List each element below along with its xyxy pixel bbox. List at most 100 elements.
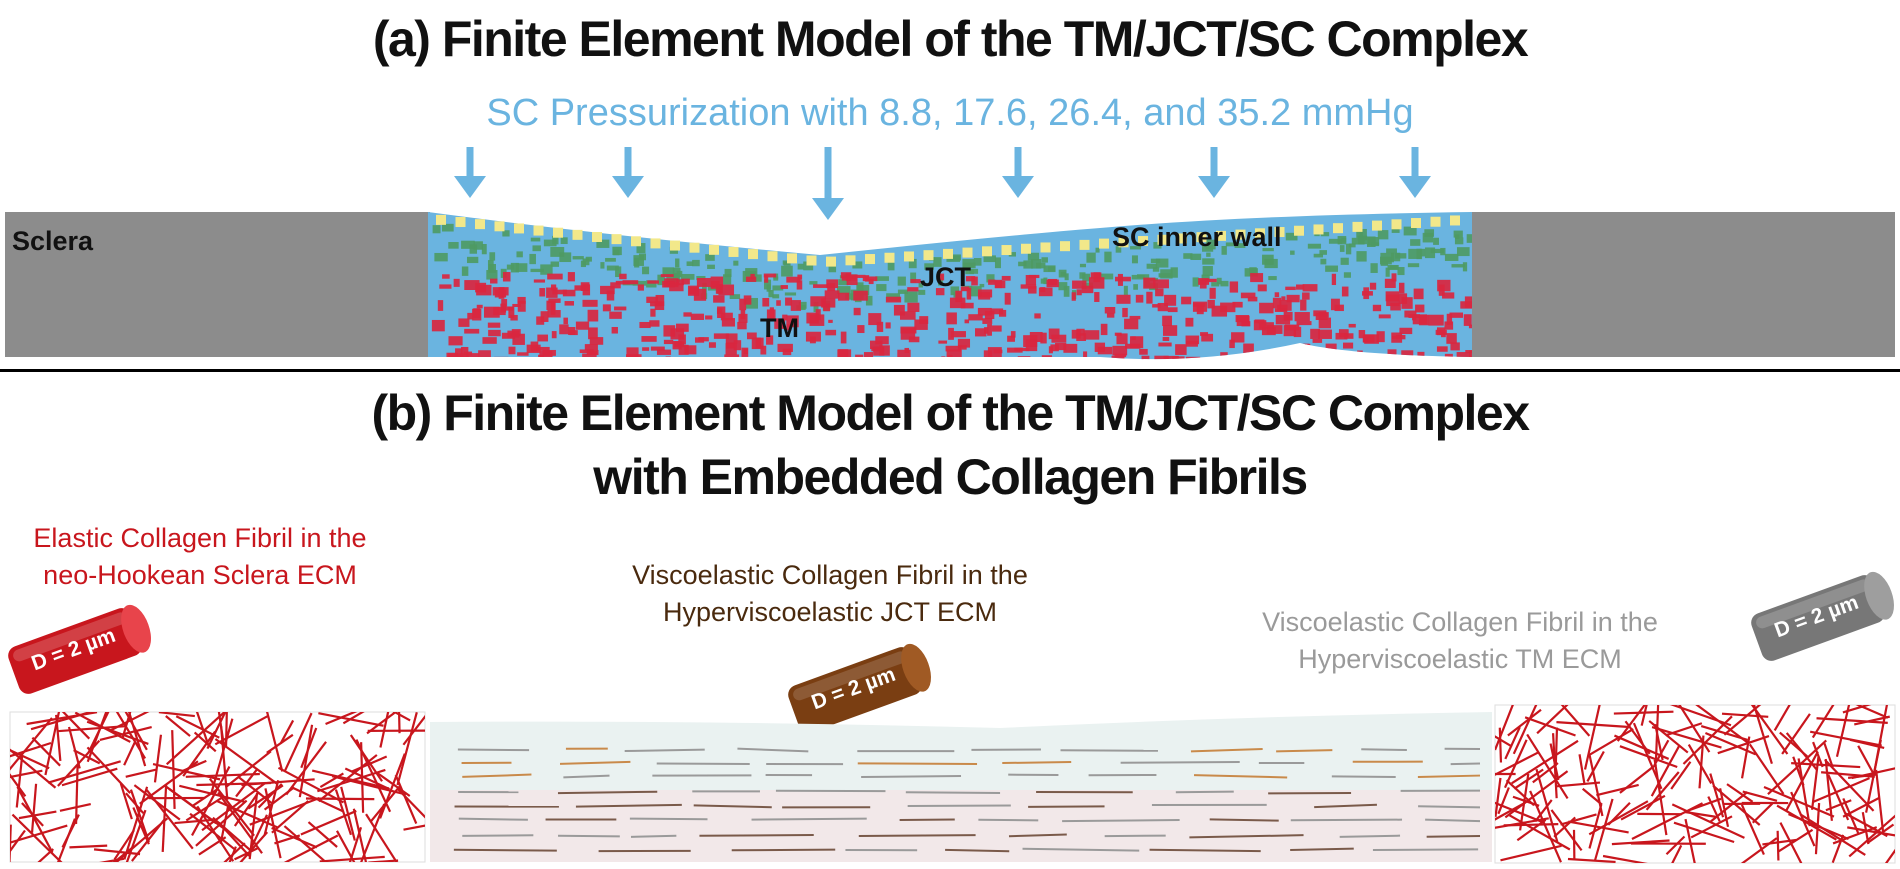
jct-cell [1325,265,1339,272]
jct-cell [1206,252,1211,257]
tm-cell [1240,292,1256,299]
arrow-head [612,176,644,198]
sclera-label: Sclera [12,226,94,256]
collagen-fibril [158,712,195,718]
tm-cell [1372,304,1382,312]
collagen-fibril [1816,717,1888,724]
jct-cell [962,259,975,268]
jct-cell [489,252,496,261]
tm-cell [1444,353,1453,360]
tm-cell [687,285,700,296]
collagen-fibril [334,789,352,836]
jct-cell [1313,253,1324,258]
tm-cell [721,318,735,327]
collagen-fibril [223,842,246,862]
jct-cell [702,282,707,294]
tm-cell [1281,296,1286,301]
tm-cell [696,277,711,287]
jct-cell [550,246,565,257]
tm-cell [1399,327,1413,335]
jct-cell [924,263,935,270]
collagen-fibril [11,813,63,862]
tm-cell [1211,305,1228,317]
collagen-fibril [1847,773,1878,779]
tm-cell [676,323,689,332]
jct-cell [1320,232,1330,237]
tm-cell [1463,314,1472,326]
collagen-fibril [10,824,12,862]
tm-cell [641,336,657,342]
tm-cell [1048,328,1060,340]
tm-cell [885,296,902,303]
collagen-fibril [1670,761,1692,790]
collagen-fibril [342,712,365,725]
jct-cell [1410,239,1421,246]
tm-cell [690,313,704,320]
jct-cell [1430,248,1444,254]
tm-cell [1141,355,1150,360]
sc-wall-cell [884,252,895,263]
jct-cell [1155,258,1169,268]
horizontal-fibril [1314,803,1377,809]
horizontal-fibril [861,774,962,779]
jct-cell [672,267,681,277]
collagen-fibril [1583,705,1601,770]
tm-cell [897,349,911,358]
jct-fibril-cylinder [788,643,931,733]
jct-cell [897,289,908,294]
jct-cell [1160,269,1173,279]
collagen-fibril [175,715,220,739]
jct-cell [572,256,584,260]
tm-cell [1258,322,1274,329]
jct-cell [461,266,469,276]
tm-cell [1250,273,1264,283]
collagen-fibril [325,712,358,726]
jct-cell [481,244,487,255]
tm-cell [900,328,916,340]
jct-cell [1043,265,1056,273]
tm-cell [1449,312,1464,318]
tm-cell [1124,318,1139,330]
tm-cell [786,276,801,283]
tm-cell [868,278,874,285]
tm-cell [569,330,578,336]
jct-cell [1170,267,1178,278]
collagen-fibril [352,808,368,862]
collagen-fibril [1560,705,1591,737]
collagen-fibril [161,784,168,852]
collagen-fibril [217,712,225,745]
tm-cell [1390,302,1401,311]
tm-cell [862,276,878,282]
jct-cell [532,245,541,252]
sclera-right-fibrils [1495,705,1895,863]
tm-cell [539,288,546,297]
jct-cell [1082,273,1091,282]
tm-cell [966,287,972,300]
tm-cell [1283,311,1293,321]
jct-cell [809,281,818,285]
collagen-fibril [1529,790,1562,863]
sc-inner-wall-label: SC inner wall [1112,222,1282,252]
jct-cell [1424,247,1436,259]
tm-cell [1341,286,1349,297]
jct-cell [1345,243,1352,255]
tm-cell [720,312,733,321]
tm-cell [960,286,970,292]
horizontal-fibril [1194,774,1288,779]
jct-cell [1285,232,1298,241]
jct-cell [1064,273,1069,281]
collagen-fibril [1602,854,1648,863]
collagen-fibril [403,824,425,831]
tm-label: TM [760,313,799,343]
collagen-fibril [1791,762,1861,769]
jct-cell [983,255,996,263]
jct-cell [784,292,797,296]
tm-cell [828,319,833,323]
sc-wall-cell [514,223,524,234]
tm-cell [546,287,558,298]
tm-cell [806,312,819,324]
tm-cell [914,319,928,330]
jct-cell [1060,271,1066,276]
collagen-fibril [1707,796,1721,822]
tm-cell [672,341,682,350]
